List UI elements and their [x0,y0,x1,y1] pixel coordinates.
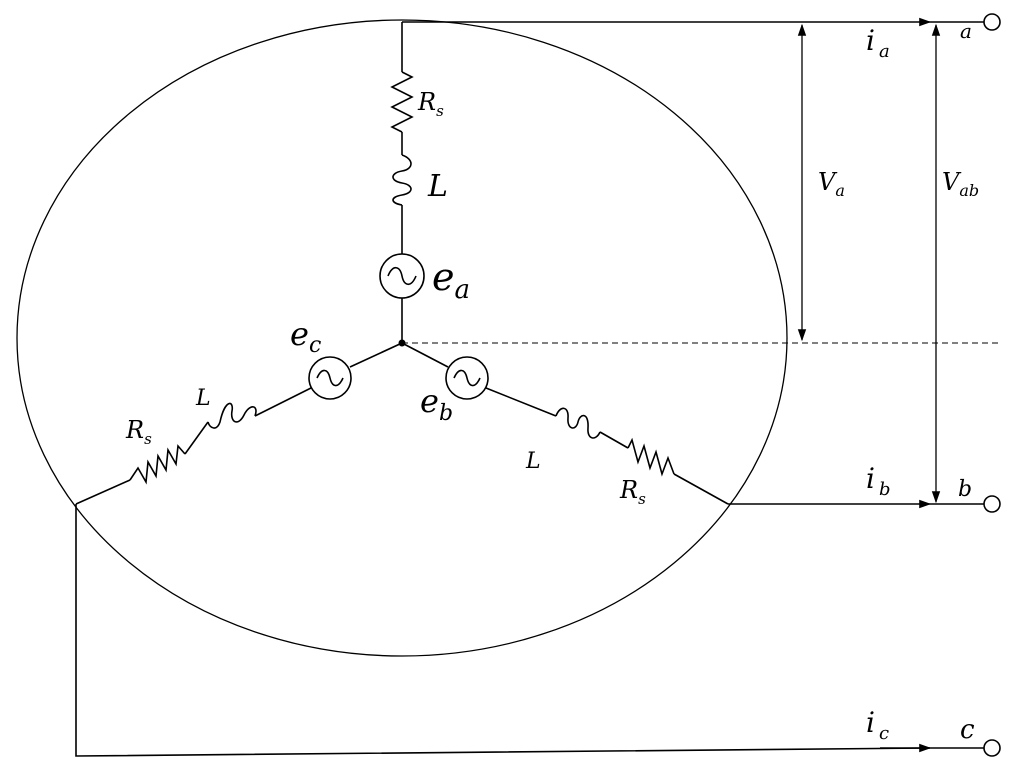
label-rs-phase-a: Rs [417,88,444,120]
label-l-phase-c: L [195,386,211,411]
phase-c-source [308,356,352,400]
phase-b-inductor [555,407,601,439]
phase-b-branch [401,342,932,509]
phase-b-resistor [627,437,675,477]
label-l-phase-a: L [427,169,448,204]
label-ea: ea [432,255,470,305]
label-terminal-c: c [960,715,975,745]
phase-a-resistor [390,71,414,133]
terminal-a [983,13,1001,31]
phase-b-source [445,356,489,400]
label-rs-phase-b: Rs [619,476,646,508]
label-rs-phase-c: Rs [125,416,152,448]
phase-c-inductor [207,402,257,429]
phase-c-branch [75,342,931,757]
machine-outline [16,19,788,657]
phase-c-resistor [129,444,186,485]
label-va: Va [818,168,845,200]
phase-a-inductor [392,154,412,206]
terminal-c [983,739,1001,757]
label-ec: ec [290,315,321,358]
label-terminal-a: a [960,19,972,43]
label-terminal-b: b [958,477,972,502]
terminal-b [983,495,1001,513]
label-l-phase-b: L [525,449,541,474]
label-vab: Vab [942,168,979,200]
phase-a-branch [379,22,425,343]
label-eb: eb [420,382,453,426]
